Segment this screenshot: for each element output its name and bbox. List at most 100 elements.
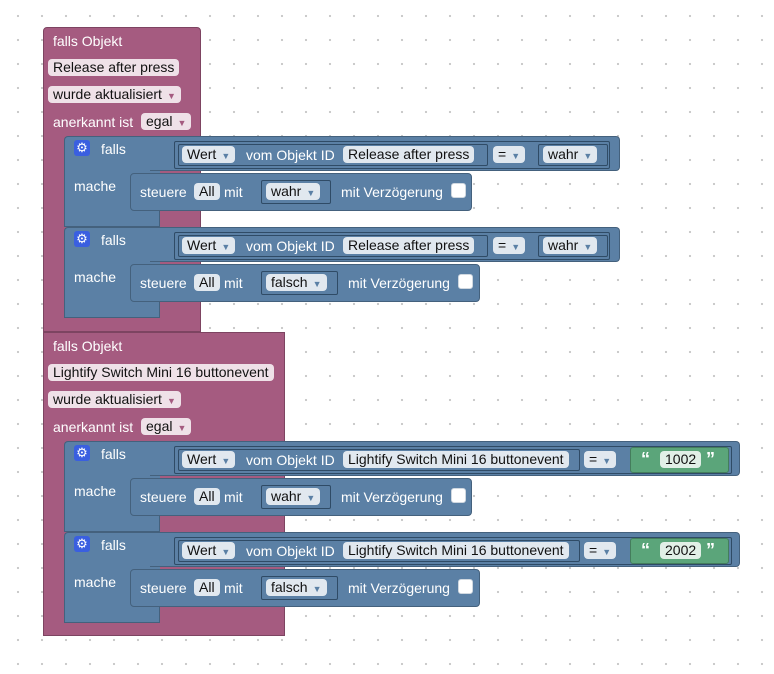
if-label: falls bbox=[101, 537, 126, 553]
value-dropdown[interactable]: Wert▼ bbox=[182, 237, 236, 254]
text-value-field[interactable]: 2002 bbox=[660, 542, 702, 559]
chevron-down-icon: ▼ bbox=[312, 584, 322, 594]
set-value-dropdown[interactable]: wahr▼ bbox=[266, 488, 321, 505]
set-value-dropdown[interactable]: wahr ▼ bbox=[266, 183, 321, 200]
set-value-dropdown-label: falsch bbox=[271, 274, 308, 290]
delay-checkbox[interactable] bbox=[451, 183, 466, 198]
chevron-down-icon: ▼ bbox=[602, 456, 612, 466]
object-id-field[interactable]: Lightify Switch Mini 16 buttonevent bbox=[343, 542, 569, 559]
operator-dropdown[interactable]: =▼ bbox=[493, 146, 526, 163]
chevron-down-icon: ▼ bbox=[221, 151, 231, 161]
ack-dropdown[interactable]: egal ▼ bbox=[141, 418, 192, 435]
chevron-down-icon: ▼ bbox=[583, 151, 593, 161]
operator-dropdown-label: = bbox=[589, 542, 598, 558]
delay-checkbox[interactable] bbox=[458, 274, 473, 289]
compare-dropdown-label: wahr bbox=[548, 146, 579, 162]
gear-icon[interactable]: ⚙ bbox=[74, 445, 90, 461]
operator-dropdown[interactable]: =▼ bbox=[584, 451, 617, 468]
object-id-field[interactable]: Release after press bbox=[343, 237, 475, 254]
vom-objekt-label: vom Objekt ID bbox=[246, 543, 335, 559]
event-dropdown-label: wurde aktualisiert bbox=[53, 86, 162, 102]
quote-close-icon: ” bbox=[706, 449, 715, 469]
operator-dropdown-label: = bbox=[589, 451, 598, 467]
event-dropdown[interactable]: wurde aktualisiert ▼ bbox=[48, 86, 181, 103]
all-field[interactable]: All bbox=[194, 579, 220, 596]
then-label: mache bbox=[74, 269, 117, 285]
delay-label: mit Verzögerung bbox=[348, 275, 450, 291]
all-field[interactable]: All bbox=[194, 488, 220, 505]
mit-label: mit bbox=[224, 580, 243, 596]
set-value-dropdown-label: wahr bbox=[271, 183, 302, 199]
operator-dropdown[interactable]: =▼ bbox=[493, 237, 526, 254]
chevron-down-icon: ▼ bbox=[306, 188, 316, 198]
value-dropdown-label: Wert bbox=[187, 146, 217, 162]
compare-dropdown[interactable]: wahr▼ bbox=[543, 237, 598, 254]
ack-dropdown-label: egal bbox=[146, 418, 173, 434]
chevron-down-icon: ▼ bbox=[166, 396, 176, 406]
then-label: mache bbox=[74, 574, 117, 590]
gear-icon[interactable]: ⚙ bbox=[74, 536, 90, 552]
chevron-down-icon: ▼ bbox=[166, 91, 176, 101]
set-value-dropdown-label: wahr bbox=[271, 488, 302, 504]
compare-dropdown-label: wahr bbox=[548, 237, 579, 253]
chevron-down-icon: ▼ bbox=[177, 423, 187, 433]
operator-dropdown-label: = bbox=[498, 146, 507, 162]
trigger-block-1-bottom[interactable] bbox=[43, 320, 201, 332]
chevron-down-icon: ▼ bbox=[177, 118, 187, 128]
vom-objekt-label: vom Objekt ID bbox=[246, 238, 335, 254]
then-label: mache bbox=[74, 178, 117, 194]
quote-open-icon: “ bbox=[641, 540, 650, 560]
operator-dropdown-label: = bbox=[498, 237, 507, 253]
ack-label: anerkannt ist bbox=[53, 114, 134, 130]
gear-icon[interactable]: ⚙ bbox=[74, 231, 90, 247]
chevron-down-icon: ▼ bbox=[511, 151, 521, 161]
compare-dropdown[interactable]: wahr ▼ bbox=[543, 146, 598, 163]
quote-close-icon: ” bbox=[706, 540, 715, 560]
if-label: falls bbox=[101, 141, 126, 157]
chevron-down-icon: ▼ bbox=[221, 547, 231, 557]
object-id-field[interactable]: Lightify Switch Mini 16 buttonevent bbox=[343, 451, 569, 468]
if-block-bottom bbox=[64, 516, 160, 532]
event-dropdown[interactable]: wurde aktualisiert ▼ bbox=[48, 391, 181, 408]
value-dropdown-label: Wert bbox=[187, 237, 217, 253]
delay-label: mit Verzögerung bbox=[341, 489, 443, 505]
event-dropdown-label: wurde aktualisiert bbox=[53, 391, 162, 407]
set-value-dropdown[interactable]: falsch▼ bbox=[266, 579, 327, 596]
steuere-label: steuere bbox=[140, 489, 187, 505]
value-dropdown[interactable]: Wert ▼ bbox=[182, 146, 236, 163]
object-name-field[interactable]: Lightify Switch Mini 16 buttonevent bbox=[48, 364, 274, 381]
chevron-down-icon: ▼ bbox=[312, 279, 322, 289]
delay-checkbox[interactable] bbox=[451, 488, 466, 503]
if-label: falls bbox=[101, 232, 126, 248]
steuere-label: steuere bbox=[140, 275, 187, 291]
if-label: falls bbox=[101, 446, 126, 462]
text-value-field[interactable]: 1002 bbox=[660, 451, 702, 468]
object-name-field[interactable]: Release after press bbox=[48, 59, 180, 76]
delay-checkbox[interactable] bbox=[458, 579, 473, 594]
all-field[interactable]: All bbox=[194, 274, 220, 291]
mit-label: mit bbox=[224, 489, 243, 505]
ack-dropdown[interactable]: egal ▼ bbox=[141, 113, 192, 130]
if-block-bottom bbox=[64, 211, 160, 227]
trigger-header: falls Objekt bbox=[53, 338, 123, 354]
gear-icon[interactable]: ⚙ bbox=[74, 140, 90, 156]
if-block-bottom bbox=[64, 302, 160, 318]
operator-dropdown[interactable]: =▼ bbox=[584, 542, 617, 559]
chevron-down-icon: ▼ bbox=[602, 547, 612, 557]
chevron-down-icon: ▼ bbox=[221, 456, 231, 466]
ack-label: anerkannt ist bbox=[53, 419, 134, 435]
value-dropdown-label: Wert bbox=[187, 542, 217, 558]
mit-label: mit bbox=[224, 184, 243, 200]
steuere-label: steuere bbox=[140, 184, 187, 200]
quote-open-icon: “ bbox=[641, 449, 650, 469]
then-label: mache bbox=[74, 483, 117, 499]
ack-dropdown-label: egal bbox=[146, 113, 173, 129]
mit-label: mit bbox=[224, 275, 243, 291]
set-value-dropdown[interactable]: falsch ▼ bbox=[266, 274, 327, 291]
trigger-header: falls Objekt bbox=[53, 33, 123, 49]
value-dropdown[interactable]: Wert ▼ bbox=[182, 542, 236, 559]
delay-label: mit Verzögerung bbox=[341, 184, 443, 200]
value-dropdown[interactable]: Wert▼ bbox=[182, 451, 236, 468]
object-id-field[interactable]: Release after press bbox=[343, 146, 475, 163]
all-field[interactable]: All bbox=[194, 183, 220, 200]
